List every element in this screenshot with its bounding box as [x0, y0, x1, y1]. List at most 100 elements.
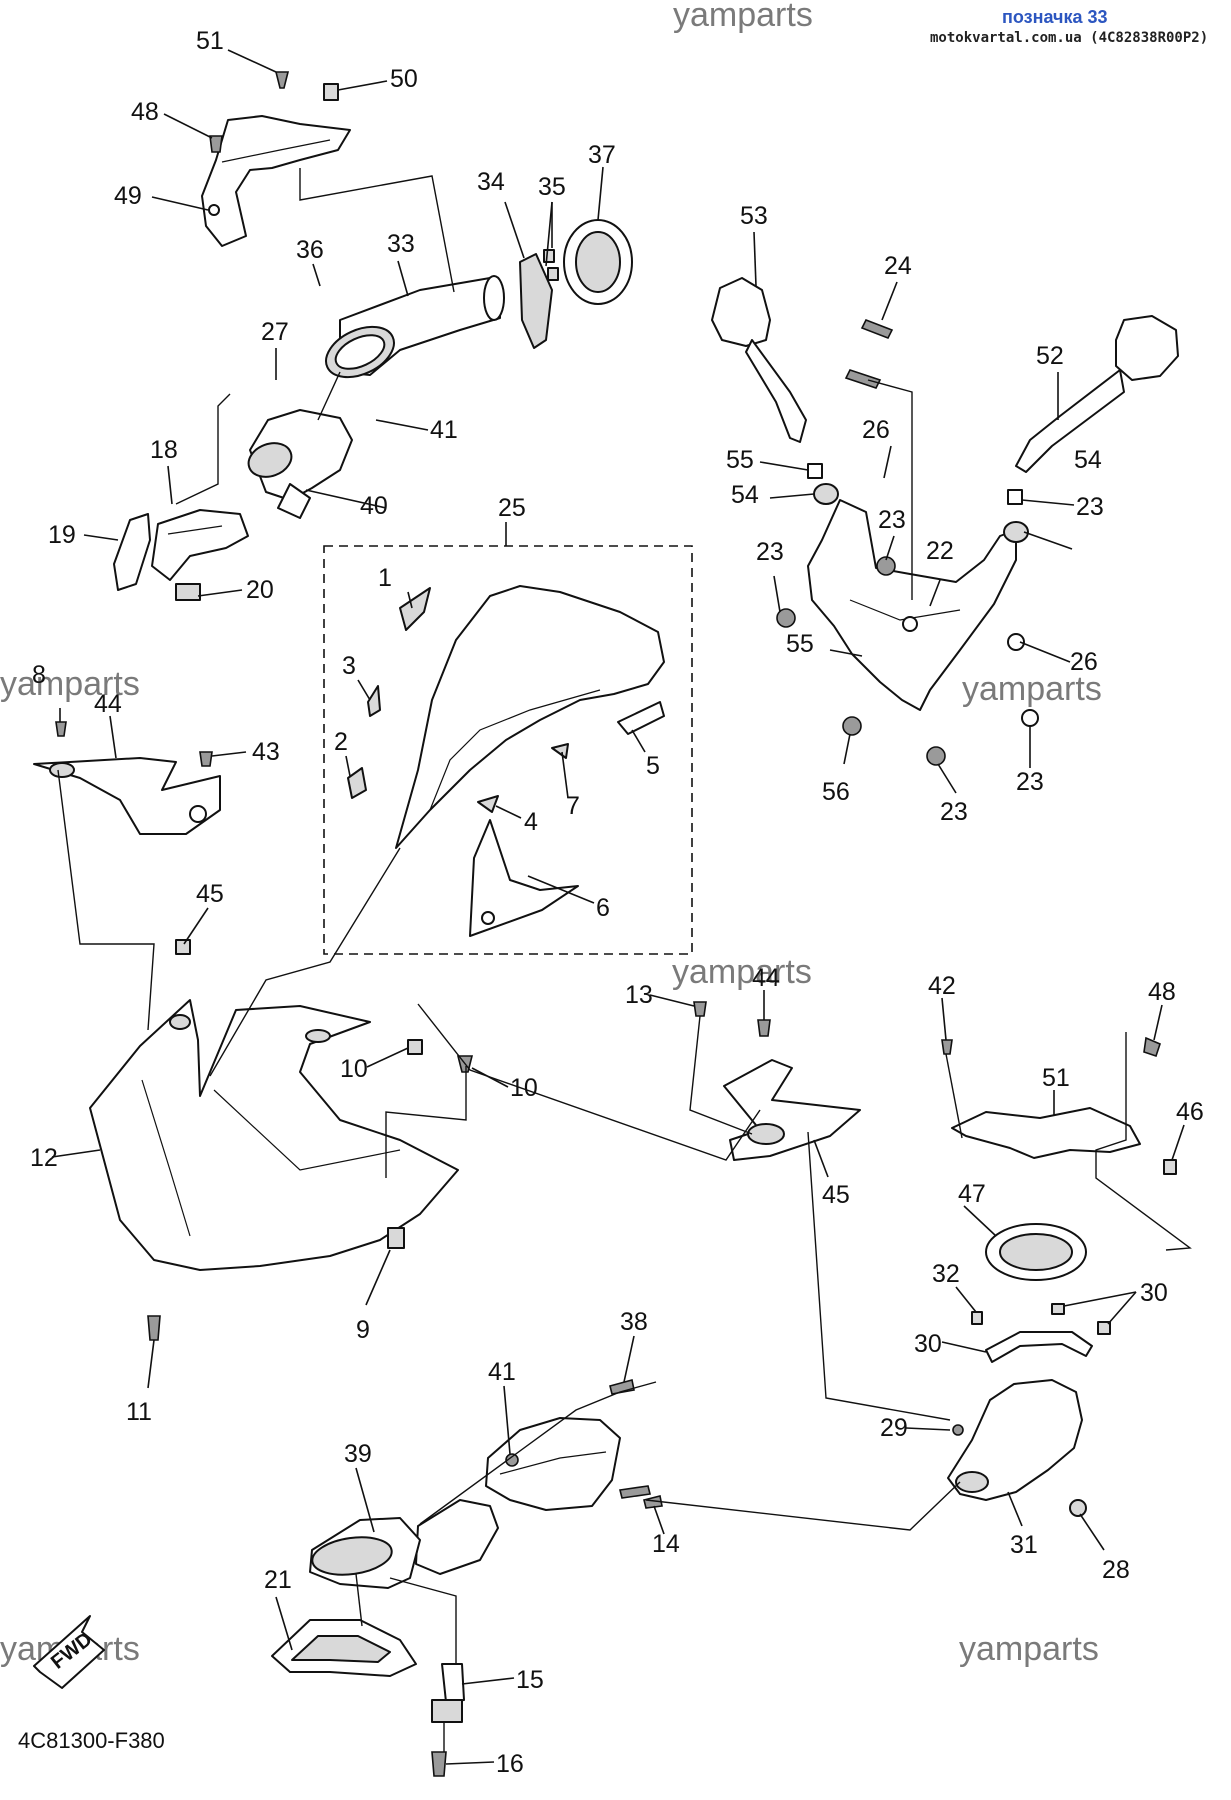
callout-55: 55: [726, 446, 754, 474]
callout-43: 44: [94, 690, 122, 718]
clip-35a: [543, 249, 555, 263]
panel-rib: [221, 139, 331, 163]
nut-50-shape: [323, 83, 339, 101]
callout-39: 41: [488, 1358, 516, 1386]
duct-mouth-inner: [334, 334, 386, 370]
grommet-23-a: [776, 608, 796, 628]
screw-44-right: [693, 1001, 707, 1017]
callout-41: 41: [430, 416, 458, 444]
callout-19: 19: [48, 521, 76, 549]
rivet-48-right: [941, 1039, 953, 1055]
part-drawings: [33, 71, 1179, 1777]
callout-30: 30: [1140, 1279, 1168, 1307]
windscreen-shape: [395, 585, 665, 849]
watermark: yamparts: [0, 665, 140, 703]
callout-54: 23: [1076, 493, 1104, 521]
duct-14-mouth: [311, 1536, 393, 1576]
part-2-shape: [617, 701, 665, 735]
callout-51: 48: [1148, 978, 1176, 1006]
clip-20-shape: [175, 583, 201, 601]
watermark: yamparts: [673, 0, 813, 34]
clip-10-lower: [407, 1039, 423, 1055]
damper-54-right: [1003, 521, 1029, 543]
watermark: yamparts: [959, 1630, 1099, 1668]
leader-lines: [51, 49, 1185, 1765]
callout-12: 10: [510, 1074, 538, 1102]
callout-18: 18: [150, 436, 178, 464]
mirror-53-shape: [711, 277, 771, 347]
callout-3: 1: [378, 564, 392, 592]
callout-22: 22: [926, 537, 954, 565]
callout-35: 35: [538, 173, 566, 201]
rivet-13-shape: [147, 1315, 161, 1341]
callout-6: 4: [524, 808, 538, 836]
nut-56-shape: [1007, 633, 1025, 651]
callout-53: 53: [740, 202, 768, 230]
callout-23: 56: [822, 778, 850, 806]
callout-13: 11: [126, 1398, 152, 1426]
callout-42: 45: [822, 1181, 850, 1209]
callout-44: 8: [32, 661, 46, 689]
duct-18-rib: [167, 525, 223, 535]
clip-11-shape: [387, 1227, 405, 1249]
screw-41-lower: [619, 1485, 651, 1499]
grommet-23-c: [842, 716, 862, 736]
cowling-crease-left: [141, 1079, 191, 1237]
callout-31: 29: [880, 1414, 908, 1442]
clip-35b: [547, 267, 559, 281]
callout-33: 33: [387, 230, 415, 258]
callout-23: 23: [940, 798, 968, 826]
callout-1: 25: [498, 494, 526, 522]
intake-39-rib: [499, 1451, 607, 1475]
intake-joint-shape: [415, 1499, 499, 1575]
callout-28: 31: [1010, 1531, 1038, 1559]
callout-23: 23: [878, 506, 906, 534]
inner-panel-8-shape: [469, 819, 579, 937]
callout-48: 48: [131, 98, 159, 126]
clip-10-upper: [175, 939, 191, 955]
callout-8: 6: [596, 894, 610, 922]
plug-38-shape: [1069, 1499, 1087, 1517]
callout-55: 54: [1074, 446, 1102, 474]
front-cowling-9-shape: [89, 999, 459, 1271]
callout-27: 27: [261, 318, 289, 346]
callout-11: 9: [356, 1316, 370, 1344]
callout-5: 3: [342, 652, 356, 680]
callout-45: 43: [252, 738, 280, 766]
ring-37-inner: [575, 231, 621, 293]
callout-50: 50: [390, 65, 418, 93]
duct-18-shape: [151, 509, 249, 581]
clip-30-left: [971, 1311, 983, 1325]
callout-2: 5: [646, 752, 660, 780]
screw-21-shape: [643, 1495, 663, 1509]
duct-end: [483, 275, 505, 321]
header-site: motokvartal.com.ua (4C82838R00P2): [930, 30, 1208, 46]
callout-26: 26: [862, 416, 890, 444]
diagram-code: 4C81300-F380: [18, 1728, 165, 1753]
watermark: yamparts: [962, 670, 1102, 708]
inner-panel-49-shape: [201, 115, 351, 247]
intake-39-shape: [485, 1417, 621, 1511]
callout-24: 24: [884, 252, 912, 280]
callout-48: 42: [928, 972, 956, 1000]
panel-43-hole2: [189, 805, 207, 823]
callout-23: 23: [756, 538, 784, 566]
cowling-crease-right: [213, 1089, 401, 1171]
part-7-shape: [347, 767, 367, 799]
ring-32-inner: [999, 1233, 1073, 1271]
callout-47: 46: [1176, 1098, 1204, 1126]
callout-9: 12: [30, 1144, 58, 1172]
panel-46-shape: [951, 1107, 1141, 1159]
panel-43-hole: [49, 762, 75, 778]
callout-21: 14: [652, 1530, 680, 1558]
rivet-48-shape: [209, 135, 223, 153]
seal-34-shape: [519, 253, 553, 349]
part-3-shape: [399, 587, 431, 631]
rivet-45-left: [199, 751, 213, 767]
cowling-hole: [169, 1014, 191, 1030]
intake-39-bolt: [505, 1453, 519, 1467]
part-4-shape: [551, 743, 569, 759]
callout-32: 47: [958, 1180, 986, 1208]
callout-40: 40: [360, 492, 388, 520]
